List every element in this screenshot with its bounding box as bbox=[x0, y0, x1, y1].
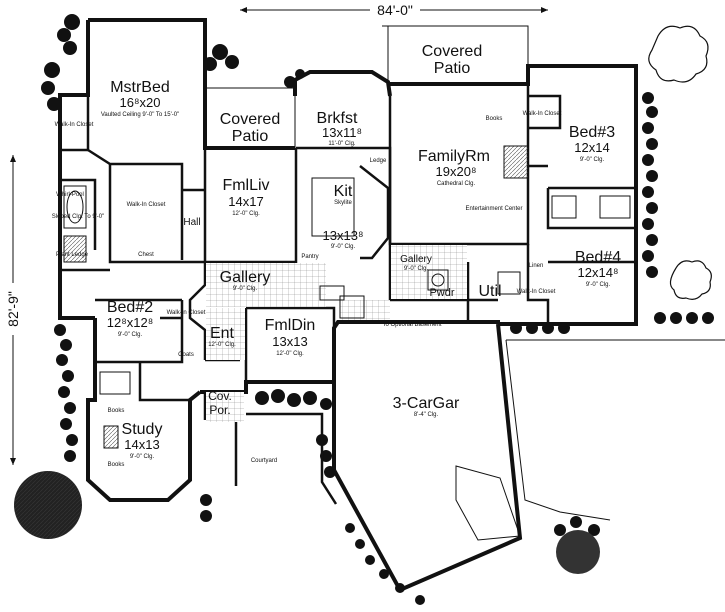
room-size: 14x17 bbox=[228, 194, 263, 209]
room-size: 16⁸x20 bbox=[120, 95, 161, 110]
fixture-label: Plant Ledge bbox=[56, 252, 89, 258]
room-study: Study 14x13 9'-0" Clg. bbox=[122, 421, 163, 460]
room-note: 9'-0" Clg. bbox=[233, 286, 258, 292]
room-note: 9'-0" Clg. bbox=[130, 454, 155, 460]
room-mstr-bed: MstrBed 16⁸x20 Vaulted Ceiling 9'-0" To … bbox=[101, 79, 179, 118]
room-pwdr: Pwdr bbox=[429, 287, 454, 299]
room-size: 14x13 bbox=[124, 437, 159, 452]
width-dimension: 84'-0" bbox=[240, 2, 548, 18]
room-note: 12'-0" Clg. bbox=[208, 342, 236, 348]
room-size: 12x14⁸ bbox=[578, 265, 619, 280]
fixtures bbox=[63, 185, 631, 449]
room-kit: Kit 13x13⁸ 9'-0" Clg. bbox=[323, 183, 364, 250]
room-name: Bed#2 bbox=[107, 299, 153, 316]
room-name: FmlDin bbox=[265, 317, 316, 334]
room-bed2: Bed#2 12⁸x12⁸ 9'-0" Clg. bbox=[107, 299, 153, 338]
closet-label: Walk-In Closet bbox=[523, 111, 562, 117]
room-note: Cathedral Clg. bbox=[437, 181, 476, 187]
landscape-shrubs bbox=[14, 14, 714, 605]
depth-dimension-label: 82'-9" bbox=[5, 291, 21, 327]
room-size: 13x13 bbox=[272, 334, 307, 349]
room-cov-por: Cov.Por. bbox=[208, 389, 232, 417]
ceiling-note: Sloped Clg. To 9'-0" bbox=[52, 214, 105, 220]
small-annotations: Walk-In Closet Walk-In Closet Walk-In Cl… bbox=[52, 111, 562, 468]
fixture-label: Coats bbox=[178, 352, 194, 358]
room-name: Kit bbox=[334, 183, 353, 200]
room-name: Ent bbox=[210, 325, 235, 342]
fixture-label: Whirl-Pool bbox=[56, 192, 84, 198]
room-gallery-main: Gallery 9'-0" Clg. bbox=[220, 269, 271, 292]
room-size: 12⁸x12⁸ bbox=[107, 315, 153, 330]
room-note: 12'-0" Clg. bbox=[276, 351, 304, 357]
fixture-label: Ledge bbox=[370, 158, 387, 164]
room-name: Pwdr bbox=[429, 287, 454, 299]
room-size: 12x14 bbox=[574, 140, 609, 155]
room-name: Hall bbox=[183, 217, 200, 228]
room-hall: Hall bbox=[183, 217, 200, 228]
room-bed4: Bed#4 12x14⁸ 9'-0" Clg. bbox=[575, 249, 621, 288]
room-note: 9'-0" Clg. bbox=[586, 282, 611, 288]
room-size: 19x20⁸ bbox=[436, 164, 477, 179]
room-name: Bed#3 bbox=[569, 124, 615, 141]
room-note: 9'-0" Clg. bbox=[118, 332, 143, 338]
room-note: 12'-0" Clg. bbox=[232, 211, 260, 217]
landscape-trees bbox=[648, 25, 712, 300]
fixture-label: Entertainment Center bbox=[465, 206, 522, 212]
room-fml-din: FmlDin 13x13 12'-0" Clg. bbox=[265, 317, 316, 357]
fixture-label: Linen bbox=[529, 263, 544, 269]
closet-label: Walk-In Closet bbox=[127, 202, 166, 208]
room-courtyard: Courtyard bbox=[251, 458, 277, 464]
fixture-label: Chest bbox=[138, 252, 154, 258]
fixture-label: Books bbox=[108, 408, 125, 414]
room-name: 3-CarGar bbox=[393, 395, 460, 412]
room-garage: 3-CarGar 8'-4" Clg. bbox=[393, 395, 460, 418]
room-size: 13x13⁸ bbox=[323, 228, 364, 243]
room-brkfst: Brkfst 13x11⁸ 11'-0" Clg. bbox=[317, 110, 362, 147]
room-name: Util bbox=[478, 283, 501, 300]
tile-floors bbox=[206, 245, 467, 422]
room-name: FmlLiv bbox=[222, 177, 269, 194]
room-size: 13x11⁸ bbox=[322, 125, 362, 140]
room-name: MstrBed bbox=[110, 79, 170, 96]
room-fml-liv: FmlLiv 14x17 12'-0" Clg. bbox=[222, 177, 269, 217]
closet-label: Walk-In Closet bbox=[55, 122, 94, 128]
room-name: Gallery bbox=[400, 254, 432, 265]
room-name: Study bbox=[122, 421, 163, 438]
room-name: Gallery bbox=[220, 269, 271, 286]
room-name: FamilyRm bbox=[418, 148, 490, 165]
room-note: 11'-0" Clg. bbox=[328, 141, 356, 147]
closet-label: Walk-In Closet bbox=[517, 289, 556, 295]
room-util: Util bbox=[478, 283, 501, 300]
fixture-label: Skylite bbox=[334, 200, 352, 206]
fixture-label: Books bbox=[486, 116, 503, 122]
room-name: Bed#4 bbox=[575, 249, 621, 266]
room-note: 9'-0" Clg. bbox=[331, 244, 356, 250]
depth-dimension: 82'-9" bbox=[4, 155, 22, 465]
exterior-walls bbox=[58, 18, 725, 593]
room-gallery-right: Gallery 9'-0" Clg. bbox=[400, 254, 432, 272]
room-note: 9'-0" Clg. bbox=[404, 266, 429, 272]
room-name: Cov.Por. bbox=[208, 389, 232, 417]
room-name: Brkfst bbox=[317, 110, 358, 127]
room-note: 8'-4" Clg. bbox=[414, 412, 439, 418]
room-bed3: Bed#3 12x14 9'-0" Clg. bbox=[569, 124, 615, 163]
fixture-label: Pantry bbox=[301, 254, 318, 260]
fixture-label: Books bbox=[108, 462, 125, 468]
width-dimension-label: 84'-0" bbox=[377, 2, 413, 18]
room-ent: Ent 12'-0" Clg. bbox=[208, 325, 236, 348]
basement-note: To Optional Basement bbox=[382, 322, 441, 328]
room-note: Vaulted Ceiling 9'-0" To 15'-0" bbox=[101, 112, 179, 118]
closet-label: Walk-In Closet bbox=[167, 310, 206, 316]
room-name: Courtyard bbox=[251, 458, 277, 464]
room-family-rm: FamilyRm 19x20⁸ Cathedral Clg. bbox=[418, 148, 490, 187]
room-note: 9'-0" Clg. bbox=[580, 157, 605, 163]
